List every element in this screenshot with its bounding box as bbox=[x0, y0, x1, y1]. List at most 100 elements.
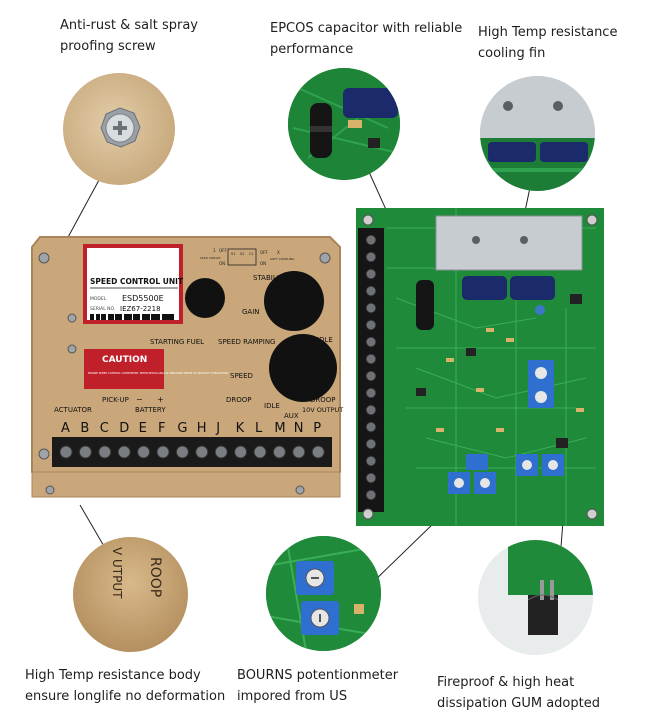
starting-fuel-knob[interactable] bbox=[185, 278, 225, 318]
idle-label: IDLE bbox=[317, 336, 333, 344]
droop-label: DROOP bbox=[310, 396, 336, 404]
caption-body-line1: High Temp resistance body bbox=[25, 668, 201, 683]
terminal-screw[interactable] bbox=[78, 445, 92, 459]
pcb-terminal-screw bbox=[365, 319, 377, 331]
terminal-letter: F bbox=[158, 421, 165, 436]
battery-label: BATTERY bbox=[135, 406, 166, 414]
pcb-terminal-screw bbox=[365, 353, 377, 365]
switch-label-s2: S2 bbox=[240, 252, 244, 256]
actuator-label: ACTUATOR bbox=[54, 406, 92, 414]
pcb-terminal-screw bbox=[365, 234, 377, 246]
terminal-letter: N bbox=[294, 421, 304, 436]
caption-gum-line1: Fireproof & high heat bbox=[437, 675, 575, 690]
gum-closeup-image bbox=[478, 540, 593, 655]
caption-fin-line2: cooling fin bbox=[478, 46, 546, 61]
pcb-terminal-screw bbox=[365, 404, 377, 416]
terminal-letter: H bbox=[197, 421, 207, 436]
terminal-screw[interactable] bbox=[195, 445, 209, 459]
terminal-screw[interactable] bbox=[272, 445, 286, 459]
switch-label-on: ON bbox=[219, 261, 225, 266]
switch-label-on-2: ON bbox=[260, 261, 266, 266]
terminal-screw[interactable] bbox=[156, 445, 170, 459]
pcb-terminal-screw bbox=[365, 489, 377, 501]
caption-capacitor-line2: performance bbox=[270, 42, 354, 57]
switch-label-s1: S1 bbox=[231, 252, 235, 256]
caption-potentiometer: BOURNS potentionmeter impored from US bbox=[237, 665, 398, 707]
gain-knob[interactable] bbox=[264, 271, 324, 331]
terminal-screw[interactable] bbox=[214, 445, 228, 459]
caution-text: ENGINE SPEED CONTROL COMPONENT. WHEN INS… bbox=[88, 371, 228, 375]
caption-capacitor: EPCOS capacitor with reliable performanc… bbox=[270, 18, 462, 60]
barcode bbox=[90, 314, 174, 320]
caption-body: High Temp resistance body ensure longlif… bbox=[25, 665, 225, 707]
terminal-letter: C bbox=[100, 421, 109, 436]
caption-capacitor-line1: EPCOS capacitor with reliable bbox=[270, 21, 463, 36]
caption-gum-line2: dissipation GUM adopted bbox=[437, 696, 600, 711]
terminal-letter: G bbox=[177, 421, 187, 436]
terminal-letter: L bbox=[255, 421, 263, 436]
switch-label-x: X bbox=[277, 250, 280, 255]
stability-label: STABILITY bbox=[253, 274, 288, 282]
pcb-board-image bbox=[356, 208, 604, 526]
caption-gum: Fireproof & high heat dissipation GUM ad… bbox=[437, 672, 600, 714]
speed-knob[interactable] bbox=[269, 334, 337, 402]
pcb-terminal-screw bbox=[365, 472, 377, 484]
terminal-letter: E bbox=[139, 421, 147, 436]
caption-screw-line2: proofing screw bbox=[60, 39, 156, 54]
terminal-screw[interactable] bbox=[234, 445, 248, 459]
terminal-letter: M bbox=[274, 421, 285, 436]
pcb-terminal-screw bbox=[365, 302, 377, 314]
terminal-screw[interactable] bbox=[311, 445, 325, 459]
pcb-terminal-screw bbox=[365, 370, 377, 382]
switch-label-1: 1 bbox=[213, 248, 216, 253]
terminal-letter: J bbox=[215, 421, 220, 436]
pcb-terminal-screw bbox=[365, 438, 377, 450]
pcb-terminal-screw bbox=[365, 336, 377, 348]
pcb-terminal-screw bbox=[365, 455, 377, 467]
pickup-label: PICK-UP bbox=[102, 396, 129, 404]
screw-closeup-image bbox=[63, 73, 175, 185]
minus-label: − bbox=[136, 395, 143, 404]
unit-serial: IEZ67-2218 bbox=[120, 305, 161, 313]
terminal-screw[interactable] bbox=[137, 445, 151, 459]
caption-screw-line1: Anti-rust & salt spray bbox=[60, 18, 198, 33]
capacitor-closeup-image bbox=[288, 68, 400, 180]
speed-ramping-label: SPEED RAMPING bbox=[218, 338, 275, 346]
unit-label-title: SPEED CONTROL UNIT bbox=[90, 277, 184, 286]
output-label: 10V OUTPUT bbox=[302, 406, 343, 414]
terminal-screw[interactable] bbox=[175, 445, 189, 459]
idle-terminal-label: IDLE bbox=[264, 402, 280, 410]
starting-fuel-label: STARTING FUEL bbox=[150, 338, 204, 346]
terminal-letter: P bbox=[313, 421, 321, 436]
caption-body-line2: ensure longlife no deformation bbox=[25, 689, 226, 704]
caption-screw: Anti-rust & salt spray proofing screw bbox=[60, 15, 198, 57]
unit-model-label: MODEL bbox=[90, 296, 107, 302]
terminal-screw[interactable] bbox=[59, 445, 73, 459]
terminal-letter: D bbox=[119, 421, 129, 436]
pcb-terminal-screw bbox=[365, 387, 377, 399]
terminal-screws bbox=[59, 445, 325, 459]
caption-fin: High Temp resistance cooling fin bbox=[478, 22, 617, 64]
body-closeup-text-2: V UTPUT bbox=[110, 547, 124, 599]
terminal-letter: B bbox=[80, 421, 89, 436]
terminal-letter: A bbox=[61, 421, 70, 436]
gain-label: GAIN bbox=[242, 308, 260, 316]
pcb-terminal-screw bbox=[365, 285, 377, 297]
plus-label: + bbox=[157, 395, 164, 404]
caption-potentiometer-line2: impored from US bbox=[237, 689, 348, 704]
switch-label-off: OFF bbox=[219, 248, 227, 253]
screw-icon bbox=[100, 107, 141, 148]
unit-serial-label: SERIAL NO. bbox=[90, 306, 115, 312]
cooling-fin-closeup-image bbox=[480, 76, 595, 191]
terminal-screw[interactable] bbox=[117, 445, 131, 459]
switch-label-c1: C1 bbox=[249, 252, 254, 256]
unit-model: ESD5500E bbox=[122, 294, 164, 303]
pcb-terminal-screw bbox=[365, 268, 377, 280]
switch-label-off-2: OFF bbox=[260, 250, 268, 255]
speed-control-unit-image: SPEED CONTROL UNIT MODEL ESD5500E SERIAL… bbox=[31, 236, 343, 498]
terminal-letter: K bbox=[236, 421, 245, 436]
terminal-screw[interactable] bbox=[98, 445, 112, 459]
terminal-screw[interactable] bbox=[292, 445, 306, 459]
terminal-screw[interactable] bbox=[253, 445, 267, 459]
